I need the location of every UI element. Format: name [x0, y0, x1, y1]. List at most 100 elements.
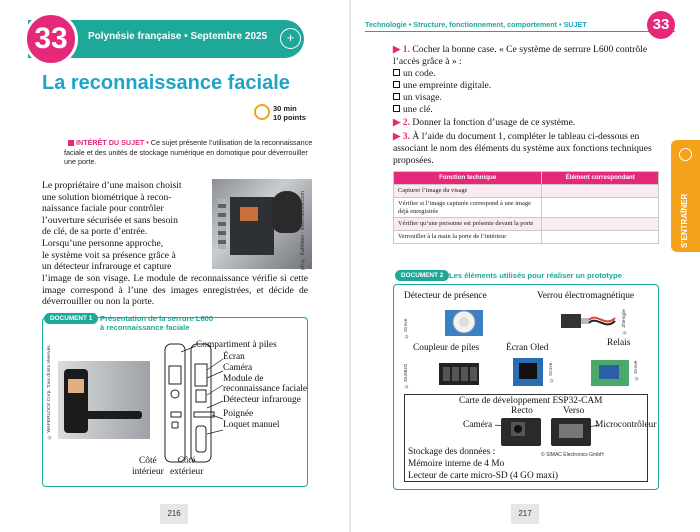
label-camera: Caméra	[223, 363, 253, 373]
intro-line: Le propriétaire d’une maison choisit	[42, 180, 182, 191]
esp32-board-image	[495, 418, 599, 446]
label-detecteur: Détecteur infrarouge	[223, 395, 301, 405]
answer-cell[interactable]	[541, 230, 659, 245]
storage-title: Stockage des données :	[408, 447, 496, 457]
option-label: un code.	[403, 68, 436, 79]
label-ecran: Écran	[223, 352, 245, 362]
header-sujet: SUJET	[563, 20, 587, 29]
q3-text: À l’aide du document 1, compléter le tab…	[393, 131, 652, 166]
esp-credit: © SIMAC Electronics GmbH	[541, 452, 604, 458]
timer-text: 30 min 10 points	[273, 104, 306, 122]
checkbox[interactable]	[393, 105, 400, 112]
pir-sensor-image	[445, 310, 483, 336]
left-page: 33 Polynésie française • Septembre 2025 …	[0, 0, 349, 532]
doc1-title-line: Présentation de la serrure L600	[100, 314, 214, 323]
relay-module-image	[591, 360, 629, 386]
table-row: Verrouiller à la main la porte de l’inté…	[392, 230, 659, 245]
intro-line: de clé, de sa porte d’entrée.	[42, 226, 148, 238]
table-header: Fonction technique	[392, 171, 543, 185]
points: 10 points	[273, 113, 306, 122]
option-empreinte[interactable]: une empreinte digitale.	[393, 80, 491, 92]
table-cell: Capturer l’image du visage	[392, 183, 543, 198]
label-ecran-oled: Écran Oled	[506, 343, 549, 353]
checkbox[interactable]	[393, 69, 400, 76]
header-text: Polynésie française • Septembre 2025	[88, 31, 268, 42]
table-cell: Vérifier qu’une personne est présente de…	[392, 217, 543, 232]
interet-du-sujet: INTÉRÊT DU SUJET • Ce sujet présente l’u…	[64, 138, 314, 167]
subject-number-badge: 33	[24, 12, 78, 66]
label-coupleur: Coupleur de piles	[413, 343, 480, 353]
option-label: une empreinte digitale.	[403, 80, 492, 91]
question-3: ▶ 3. À l’aide du document 1, compléter l…	[393, 131, 665, 167]
table-header: Élément correspondant	[541, 171, 659, 185]
oled-screen-image	[513, 358, 543, 386]
document2-tag: DOCUMENT 2	[395, 270, 450, 281]
table-row: Vérifier si l’image capturée correspond …	[392, 196, 659, 219]
sentrainer-label: S’ENTRAÎNER	[680, 193, 689, 248]
intro-line: une solution biométrique à recon-	[42, 191, 172, 203]
timer-icon	[254, 104, 270, 120]
page-number: 216	[160, 504, 188, 524]
right-header: Technologie • Structure, fonctionnement,…	[365, 20, 641, 29]
page-title: La reconnaissance faciale	[42, 72, 290, 94]
answer-cell[interactable]	[541, 183, 659, 198]
q2-text: Donner la fonction d’usage de ce système…	[409, 117, 576, 128]
checkbox[interactable]	[393, 81, 400, 88]
storage-line-1: Mémoire interne de 4 Mo	[408, 459, 505, 469]
question-1: ▶ 1. Cocher la bonne case. « Ce système …	[393, 44, 665, 68]
plus-circle-icon: +	[280, 28, 301, 49]
q1-text: Cocher la bonne case. « Ce système de se…	[393, 44, 648, 67]
document2-title: Les éléments utilisés pour réaliser un p…	[449, 271, 623, 280]
battery-holder-image	[439, 363, 479, 385]
label-loquet: Loquet manuel	[223, 420, 280, 430]
sentrainer-tab[interactable]: S’ENTRAÎNER	[671, 140, 700, 252]
credit-grove: © Grove	[404, 318, 409, 338]
credit-grove-2: © Grove	[549, 362, 554, 382]
label-poignee: Poignée	[223, 409, 254, 419]
document1-tag: DOCUMENT 1	[44, 313, 99, 324]
label-exterieur: Côté extérieur	[170, 456, 203, 477]
interet-square-icon	[68, 140, 74, 146]
label-compartiment: Compartiment à piles	[196, 340, 277, 350]
timer-icon	[679, 148, 692, 161]
side-label-line: extérieur	[170, 466, 204, 477]
electromagnetic-lock-image	[561, 314, 616, 328]
elevator-face-scanner-photo	[212, 179, 312, 269]
side-label-line: intérieur	[132, 466, 164, 477]
answer-cell[interactable]	[541, 217, 659, 232]
intro-line: le système voit sa présence grâce à	[42, 249, 176, 261]
esp32-box	[404, 394, 648, 482]
document2-box	[393, 284, 659, 490]
table-row: Capturer l’image du visage	[392, 183, 659, 198]
label-module: Module de	[223, 374, 264, 384]
document1-box	[42, 317, 308, 487]
doc1-title-line: à reconnaissance faciale	[100, 323, 190, 332]
label-interieur: Côté intérieur	[132, 456, 164, 477]
intro-line: Lorsqu’une personne approche,	[42, 237, 164, 249]
table-cell: Vérifier si l’image capturée correspond …	[392, 196, 543, 219]
esp-title: Carte de développement ESP32-CAM	[459, 396, 603, 406]
credit-gunuo: © GUNUO	[404, 363, 409, 388]
esp-micro: Microcontrôleur	[595, 420, 657, 430]
esp-verso: Verso	[563, 406, 585, 416]
credit-zhengjie: © Zhengjie	[622, 309, 627, 334]
intro-paragraph-rest: l’image de son visage. Le module de reco…	[42, 273, 308, 308]
checkbox[interactable]	[393, 93, 400, 100]
right-page: Technologie • Structure, fonctionnement,…	[351, 0, 700, 532]
q1-number: ▶ 1.	[393, 44, 410, 55]
answer-cell[interactable]	[541, 196, 659, 219]
option-cle[interactable]: une clé.	[393, 104, 433, 116]
table-row: Vérifier qu’une personne est présente de…	[392, 217, 659, 232]
lock-photo-credit: © WAFERLOCK Corp. Tous droits réservés	[47, 345, 52, 439]
intro-line: un détecteur infrarouge et capture	[42, 261, 172, 273]
intro-line: naissance faciale pour contrôler	[42, 203, 164, 215]
interet-label: INTÉRÊT DU SUJET •	[76, 138, 149, 147]
option-visage[interactable]: un visage.	[393, 92, 442, 104]
option-code[interactable]: un code.	[393, 68, 436, 80]
subject-number-badge: 33	[647, 11, 675, 39]
label-reconnaissance: reconnaissance faciale	[223, 384, 308, 394]
table-header-row: Fonction technique Élément correspondant	[392, 171, 659, 185]
intro-line: l’ouverture sécurisée et sans besoin	[42, 214, 178, 226]
esp-recto: Recto	[511, 406, 533, 416]
label-verrou: Verrou électromagnétique	[537, 291, 635, 301]
